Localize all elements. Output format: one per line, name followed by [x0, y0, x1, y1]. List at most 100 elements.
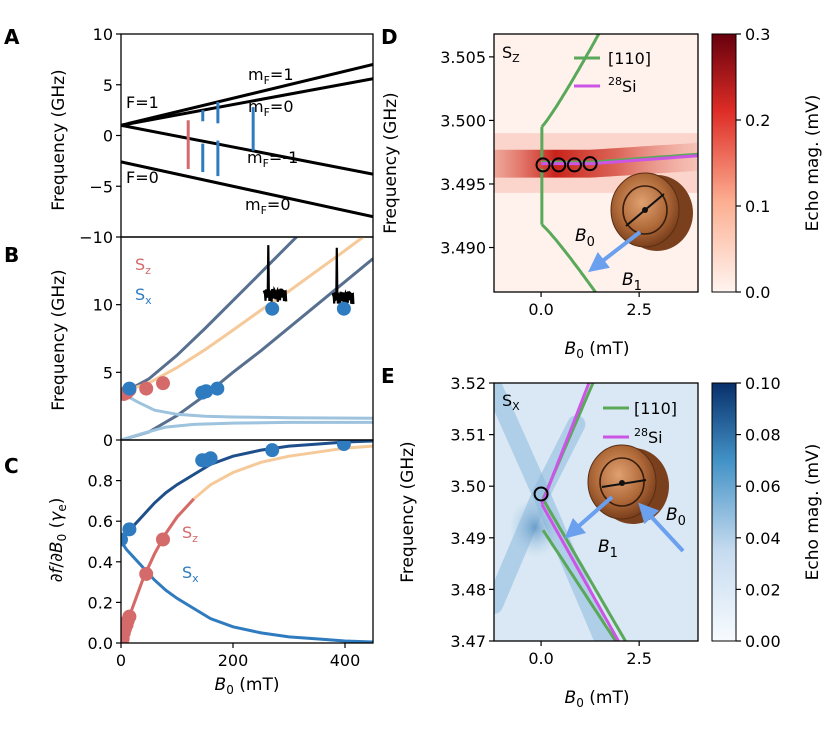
- label-f1: F=1: [126, 93, 159, 112]
- panel-c-xlabel: B0 (mT): [215, 675, 280, 697]
- panel-b-ytick-tick-label: 5: [103, 363, 113, 382]
- colorbar-e: [711, 382, 737, 642]
- panel-e-ytick-tick-label: 3.49: [450, 529, 486, 548]
- colorbar-d-tick-label: 0.2: [745, 111, 770, 130]
- panel-e-plot-area: [494, 383, 698, 641]
- data-point-sx: [210, 381, 225, 396]
- data-point-sx: [336, 440, 351, 452]
- panel-a-ytick-tick-label: −10: [79, 228, 113, 247]
- panel-d-xtick-tick-label: 0.0: [528, 300, 553, 319]
- label-mf0-upper: mF=0: [248, 97, 294, 119]
- panel-c-xtick-tick-label: 200: [218, 651, 249, 670]
- label-f0: F=0: [126, 168, 159, 187]
- legend-c-sz: Sz: [182, 523, 198, 545]
- legend-d: [110] 28Si: [574, 49, 651, 96]
- data-point-sx: [265, 443, 280, 458]
- operating-point-circle: [551, 157, 567, 173]
- label-mf1: mF=1: [248, 65, 294, 87]
- colorbar-e-tick-label: 0.00: [745, 632, 781, 651]
- energy-level-line: [121, 77, 373, 127]
- model-curve: [121, 540, 373, 643]
- panel-b-ytick-tick-label: 0: [103, 431, 113, 450]
- label-b0-d: B0: [575, 226, 595, 250]
- line-28si-upper: [540, 383, 591, 505]
- operating-point-circle: [582, 156, 598, 172]
- panel-b-plot-area: [121, 237, 373, 440]
- panel-d-ytick-tick-label: 3.500: [440, 111, 486, 130]
- panel-d-ytick-tick-label: 3.490: [440, 239, 486, 258]
- panel-e-xlabel: B0 (mT): [565, 688, 630, 710]
- panel-c-ytick-tick-label: 0.6: [88, 512, 113, 531]
- colorbar-e-label: Echo mag. (mV): [803, 444, 823, 581]
- legend-e: [110] 28Si: [603, 399, 677, 447]
- panel-a-ytick-tick-label: 0: [103, 127, 113, 146]
- data-point-sx: [122, 522, 137, 537]
- panel-d-ylabel: Frequency (GHz): [381, 92, 401, 233]
- data-point-sx: [336, 301, 351, 316]
- panel-a-plot-area: [121, 63, 373, 219]
- operating-point-circle: [535, 157, 551, 173]
- data-point-sx: [203, 451, 218, 466]
- panel-a-ylabel: Frequency (GHz): [49, 69, 69, 210]
- colorbar-e-tick-label: 0.08: [745, 426, 781, 445]
- panel-c-xtick-tick-label: 0: [116, 651, 126, 670]
- panel-a-ytick-tick-label: −5: [89, 177, 113, 196]
- panel-e-ytick-tick-label: 3.47: [450, 632, 486, 651]
- panel-d-xlabel: B0 (mT): [565, 339, 630, 361]
- panel-c-ylabel: ∂f/∂B0 (γe): [47, 498, 69, 583]
- colorbar-d-tick-label: 0.3: [745, 25, 770, 44]
- panel-d-plot-area: [494, 34, 698, 292]
- legend-d-110: [110]: [608, 49, 651, 68]
- line-110-outer: [541, 498, 627, 641]
- panel-e-ytick-tick-label: 3.50: [450, 477, 486, 496]
- model-curve: [121, 237, 299, 392]
- data-point-sz: [156, 532, 170, 547]
- line-110-lower: [540, 223, 598, 292]
- data-point-sz: [122, 609, 137, 624]
- legend-e-28si: 28Si: [634, 426, 663, 447]
- panel-b-ylabel: Frequency (GHz): [49, 269, 69, 410]
- panel-e-ytick-tick-label: 3.51: [450, 426, 486, 445]
- panel-label-e: E: [381, 364, 395, 388]
- panel-c-frame: [120, 439, 374, 644]
- legend-d-28si: 28Si: [608, 75, 637, 96]
- data-point-sx: [121, 532, 128, 547]
- legend-b-sz: Sz: [135, 255, 151, 277]
- panel-c-ytick-tick-label: 0.4: [88, 553, 113, 572]
- energy-level-line: [121, 160, 373, 219]
- panel-label-a: A: [4, 25, 20, 49]
- legend-c-sx: Sx: [182, 563, 199, 585]
- operating-point-circle: [533, 486, 549, 502]
- panel-c-ytick-tick-label: 0.0: [88, 634, 113, 653]
- energy-level-line: [121, 123, 373, 176]
- data-point-sz: [156, 376, 170, 391]
- panel-d-ytick-tick-label: 3.495: [440, 175, 486, 194]
- label-b0-e: B0: [666, 505, 686, 529]
- colorbar-e-tick-label: 0.02: [745, 580, 781, 599]
- panel-b-ytick-tick-label: 10: [93, 296, 113, 315]
- panel-e-frame: [493, 382, 699, 642]
- colorbar-e-tick-label: 0.10: [745, 374, 781, 393]
- line-28si: [540, 503, 620, 641]
- model-curve: [121, 440, 373, 543]
- data-point-sx: [122, 381, 137, 396]
- colorbar-e-tick-label: 0.04: [745, 529, 781, 548]
- data-point-sz: [139, 381, 154, 396]
- data-point-sx: [265, 301, 280, 316]
- panel-d-ytick-tick-label: 3.505: [440, 48, 486, 67]
- data-point-sx: [199, 384, 214, 399]
- model-curve: [121, 257, 373, 440]
- label-mfm1: mF=-1: [247, 148, 298, 170]
- colorbar-d: [711, 33, 737, 293]
- panel-e-ytick-tick-label: 3.52: [450, 374, 486, 393]
- panel-e-ytick-tick-label: 3.48: [450, 580, 486, 599]
- panel-d-title: SZ: [502, 43, 520, 65]
- panel-label-d: D: [381, 25, 398, 49]
- panel-e-xtick-tick-label: 0.0: [528, 649, 553, 668]
- vector-arrow-e-b0: [638, 502, 685, 553]
